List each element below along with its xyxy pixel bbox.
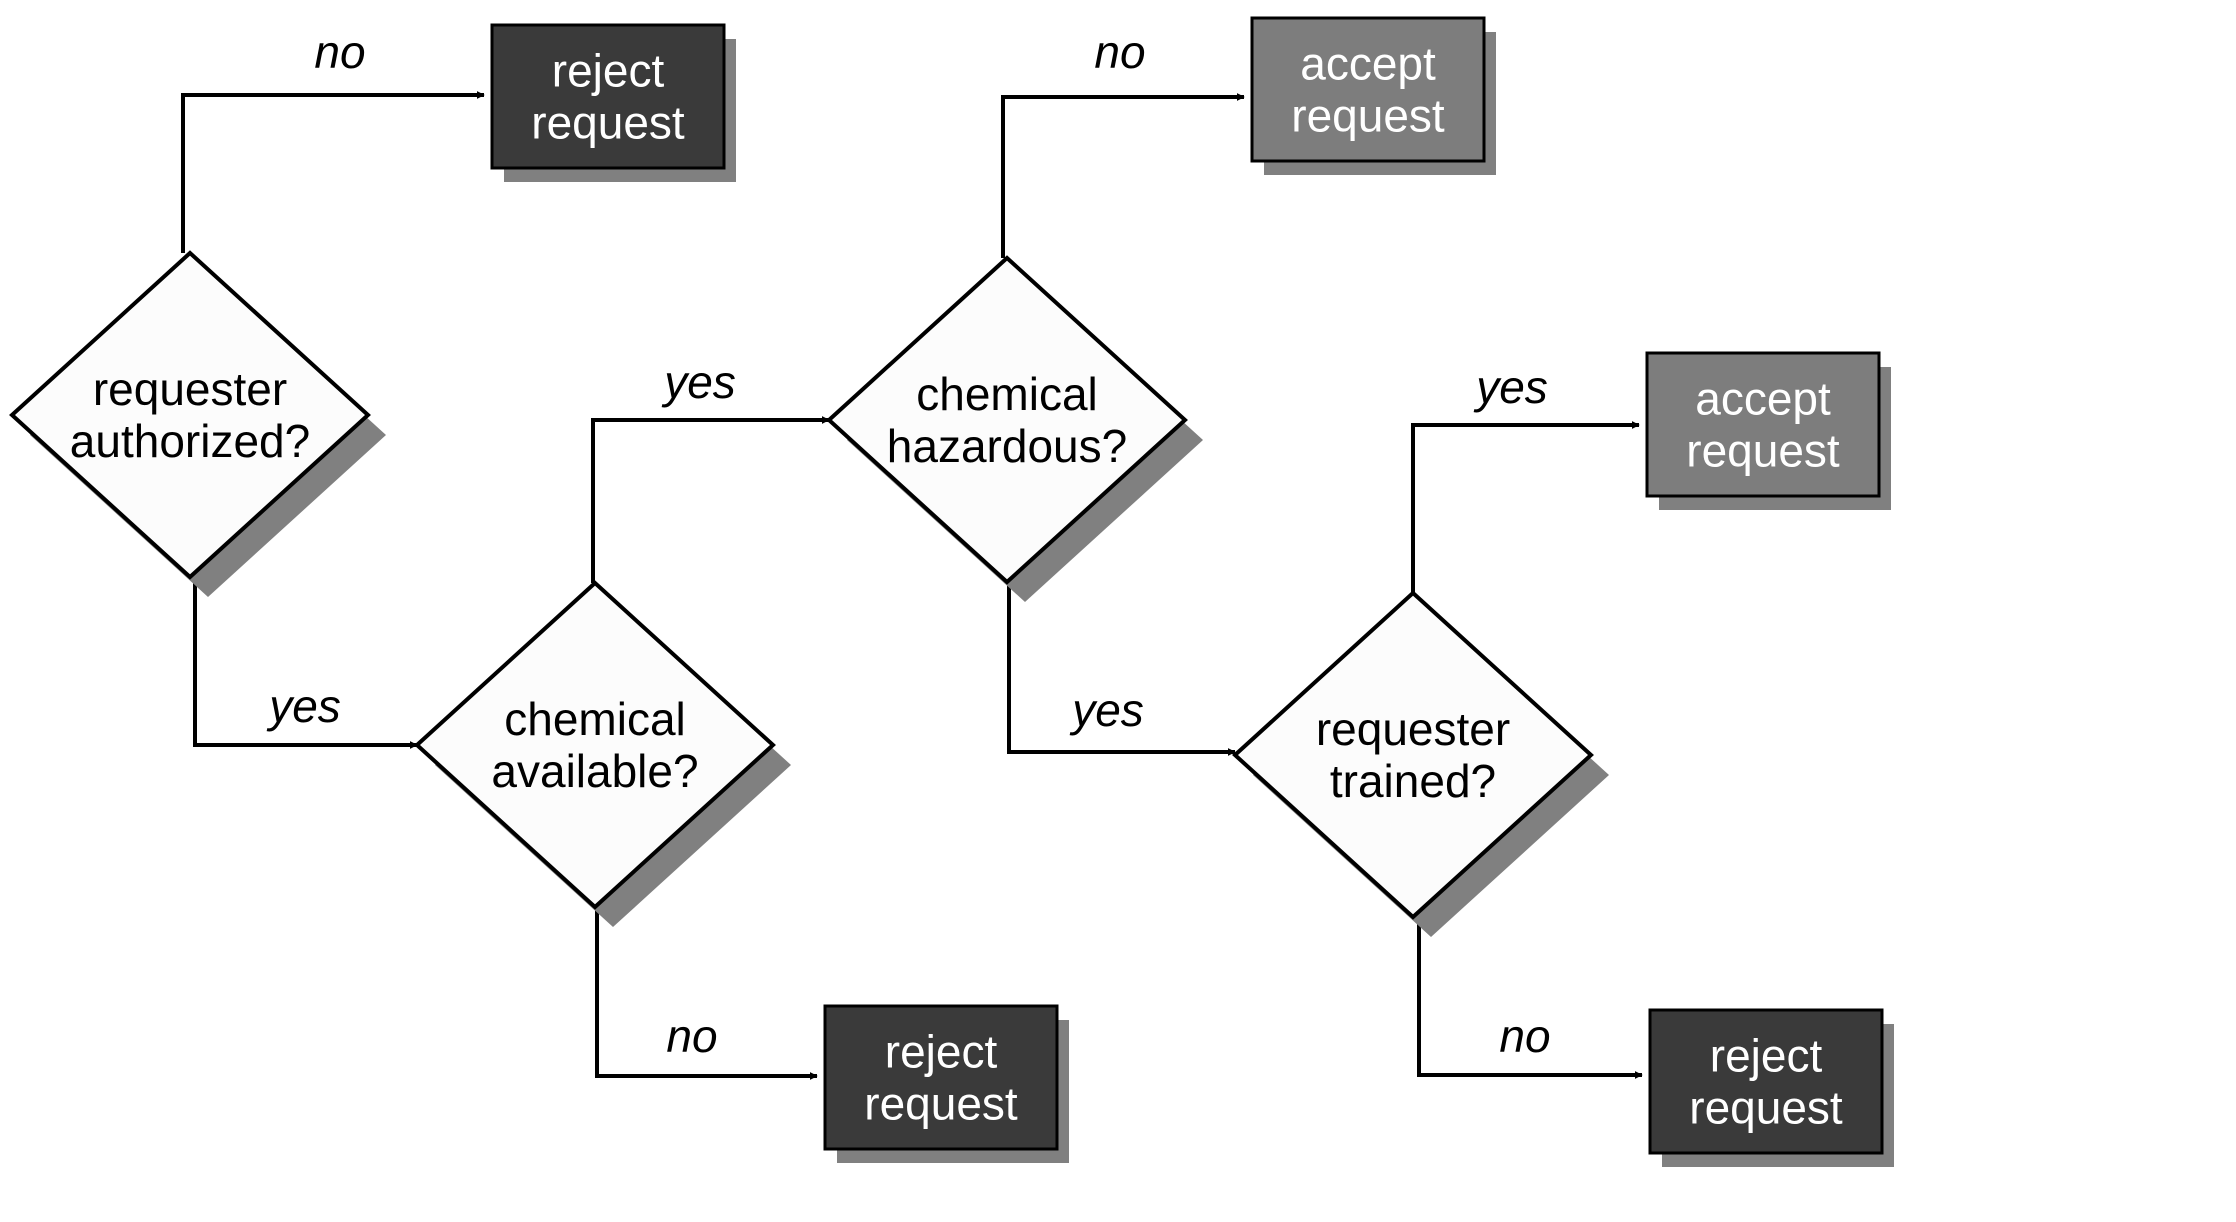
node-label-line: chemical xyxy=(504,693,686,745)
reject-box xyxy=(490,23,726,170)
node-label-line: trained? xyxy=(1330,755,1496,807)
edge-arrow xyxy=(1411,421,1640,593)
decision-diamond xyxy=(826,255,1188,585)
node-label-line: requester xyxy=(1316,703,1510,755)
edge-label-no: no xyxy=(1094,26,1145,78)
node-label-line: reject xyxy=(552,45,665,97)
edge-labels-layer: no yes yes no no yes yes no xyxy=(266,26,1550,1062)
edge-arrow xyxy=(181,91,485,253)
decision-diamond xyxy=(9,250,371,580)
node-label-line: available? xyxy=(491,745,698,797)
edge-label-no: no xyxy=(666,1010,717,1062)
edges-layer xyxy=(181,91,1643,1080)
node-label-line: accept xyxy=(1695,373,1831,425)
edge-arrow xyxy=(595,907,818,1080)
accept-box xyxy=(1250,16,1486,163)
node-label-line: authorized? xyxy=(70,415,310,467)
decision-diamond xyxy=(414,580,776,910)
edge-arrow xyxy=(193,577,418,749)
edge-arrow xyxy=(1007,582,1236,756)
node-label-line: request xyxy=(1686,425,1840,477)
edge-label-yes: yes xyxy=(1069,684,1144,736)
node-label-line: request xyxy=(1689,1082,1843,1134)
node-label-line: reject xyxy=(1710,1030,1823,1082)
edge-arrow xyxy=(1417,917,1643,1079)
edge-arrow xyxy=(591,416,830,583)
edge-label-no: no xyxy=(314,26,365,78)
edge-arrow xyxy=(1001,93,1245,258)
edge-label-yes: yes xyxy=(661,356,736,408)
nodes-layer: requesterauthorized?chemicalavailable?ch… xyxy=(9,16,1894,1167)
edge-label-yes: yes xyxy=(266,680,341,732)
node-label-line: accept xyxy=(1300,38,1436,90)
node-label-line: reject xyxy=(885,1026,998,1078)
node-label-line: hazardous? xyxy=(887,420,1127,472)
node-label-line: chemical xyxy=(916,368,1098,420)
edge-label-no: no xyxy=(1499,1010,1550,1062)
decision-diamond xyxy=(1232,590,1594,920)
reject-box xyxy=(823,1004,1059,1151)
accept-box xyxy=(1645,351,1881,498)
node-label-line: request xyxy=(531,97,685,149)
node-label-line: request xyxy=(1291,90,1445,142)
node-label-line: request xyxy=(864,1078,1018,1130)
reject-box xyxy=(1648,1008,1884,1155)
edge-label-yes: yes xyxy=(1473,361,1548,413)
node-label-line: requester xyxy=(93,363,287,415)
